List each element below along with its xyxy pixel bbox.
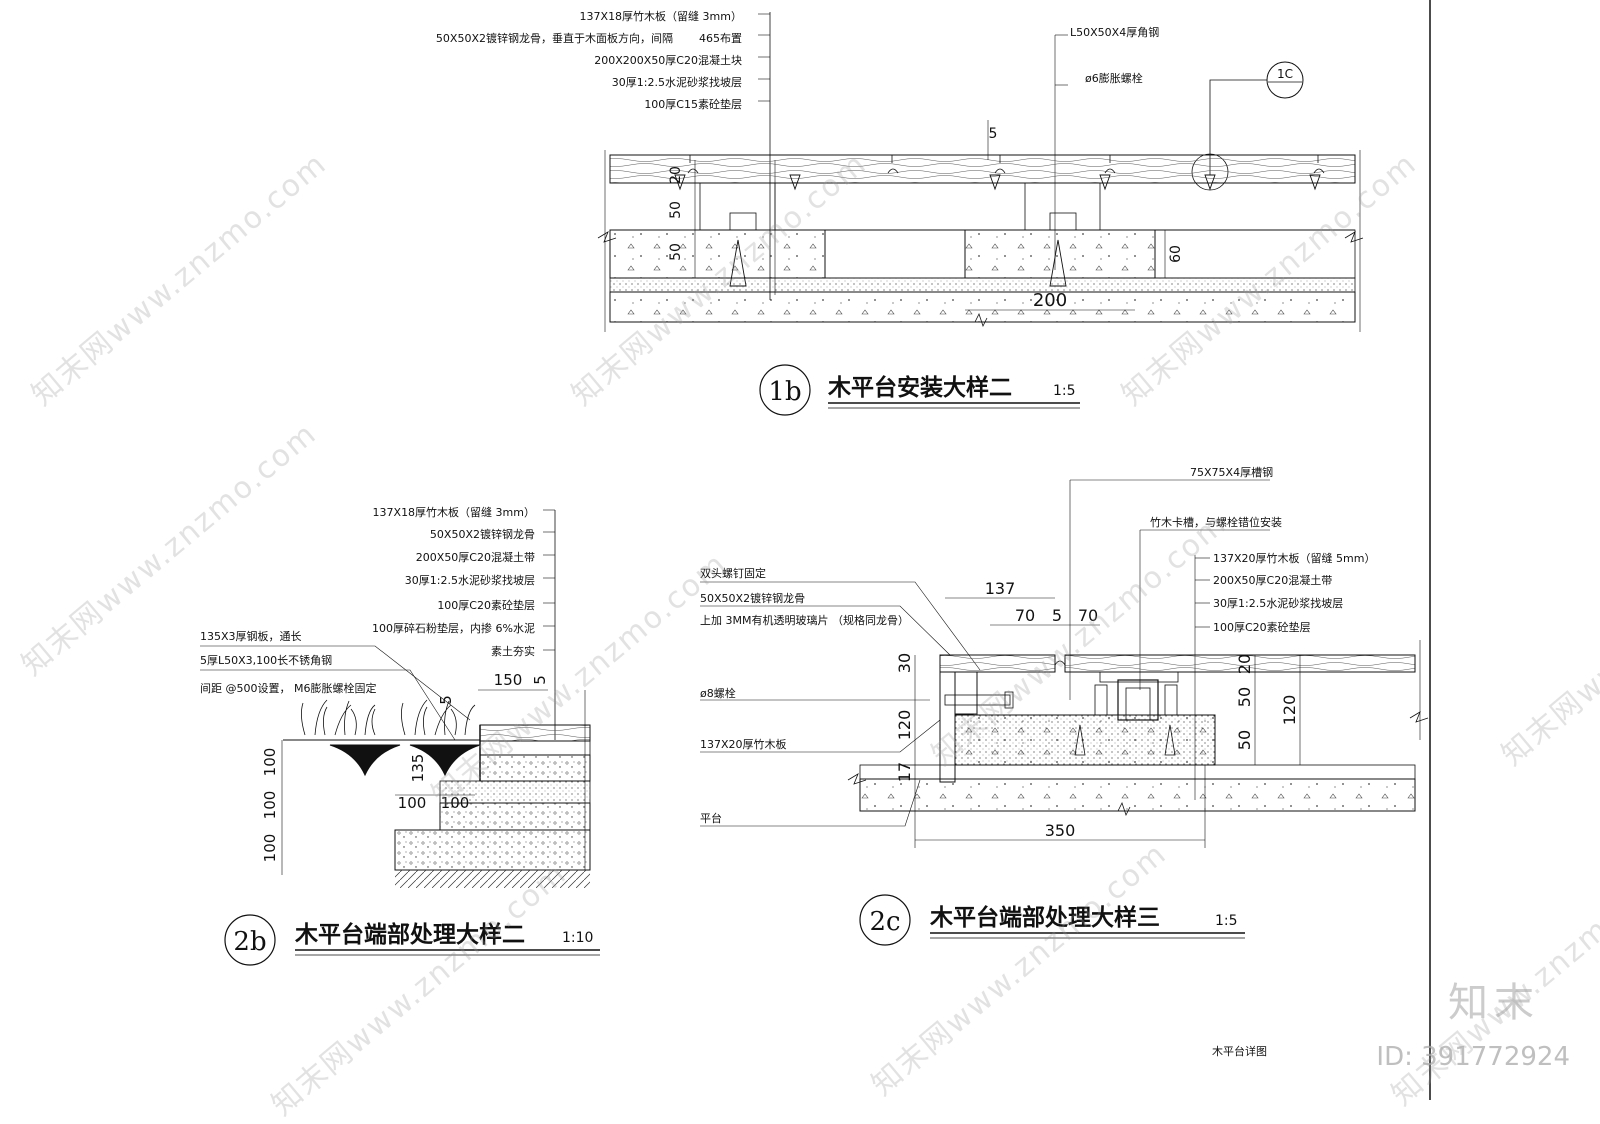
dim-2c-120b: 120 [1280, 695, 1299, 726]
callout-1b-board: 137X18厚竹木板（留缝 3mm） [580, 9, 742, 23]
callout-2b-soil: 素土夯实 [491, 644, 535, 658]
callout-1b-joist-spacing: 465布置 [699, 32, 742, 45]
callout-2c-slot: 竹木卡槽，与螺栓错位安装 [1150, 515, 1282, 529]
callout-1b-angle: L50X50X4厚角钢 [1070, 26, 1159, 39]
title-2b: 木平台端部处理大样二 [294, 921, 525, 948]
dim-1b-block: 50 [668, 243, 684, 261]
callout-2b-angle: 5厚L50X3,100长不锈角钢 [200, 654, 332, 667]
dim-2c-50b: 50 [1235, 730, 1254, 750]
dim-2c-17: 17 [895, 762, 914, 782]
callout-2c-bolt: ø8螺栓 [700, 686, 736, 700]
callout-2c-edge-board: 137X20厚竹木板 [700, 737, 787, 751]
title-2c: 木平台端部处理大样三 [929, 904, 1160, 931]
dim-2b-100a: 100 [398, 794, 427, 812]
svg-text:2c: 2c [869, 907, 900, 937]
callout-2c-platform: 平台 [700, 811, 722, 825]
svg-text:2b: 2b [233, 927, 266, 957]
callout-2b-band: 200X50厚C20混凝土带 [416, 550, 535, 564]
dim-1b-gap: 5 [989, 126, 998, 142]
callout-2c-mortar: 30厚1:2.5水泥砂浆找坡层 [1213, 596, 1343, 610]
dim-2c-20: 20 [1235, 654, 1254, 674]
scale-2b: 1:10 [562, 930, 593, 946]
scale-2c: 1:5 [1215, 913, 1238, 929]
dim-1b-joist: 50 [668, 201, 684, 219]
dim-2c-350: 350 [1045, 821, 1076, 840]
cad-canvas: 137X18厚竹木板（留缝 3mm） 50X50X2镀锌钢龙骨，垂直于木面板方向… [200, 0, 1431, 1100]
brand-logo: 知末 [1448, 980, 1540, 1026]
marker-1b [759, 364, 811, 416]
callout-1b-block: 200X200X50厚C20混凝土块 [594, 53, 742, 67]
callout-2b-base: 100厚C20素砼垫层 [437, 598, 535, 612]
callout-2c-base: 100厚C20素砼垫层 [1213, 620, 1311, 634]
callout-2c-channel: 75X75X4厚槽钢 [1190, 466, 1273, 479]
dim-2b-100c: 100 [261, 748, 279, 777]
dim-2c-137: 137 [985, 579, 1016, 598]
drawing-sheet: 137X18厚竹木板（留缝 3mm） 50X50X2镀锌钢龙骨，垂直于木面板方向… [200, 0, 1431, 1100]
callout-2b-bolt: 间距 @500设置， M6膨胀螺栓固定 [200, 681, 376, 695]
dim-2b-5a: 5 [531, 675, 549, 685]
dim-1b-board: 20 [668, 166, 684, 184]
dim-2b-135: 135 [409, 754, 427, 783]
callout-1b-bolt: ø6膨胀螺栓 [1085, 71, 1143, 85]
sheet-note: 木平台详图 [1212, 1044, 1267, 1058]
marker-2c [859, 894, 911, 946]
dim-1b-block-r: 60 [1168, 245, 1184, 263]
callout-2c-joist: 50X50X2镀锌钢龙骨 [700, 591, 805, 605]
dim-2b-5b: 5 [437, 695, 455, 705]
callout-1b-base: 100厚C15素砼垫层 [644, 97, 742, 111]
detail-2c: 75X75X4厚槽钢 竹木卡槽，与螺栓错位安装 137X20厚竹木板（留缝 5m… [700, 466, 1429, 946]
dim-2b-100e: 100 [261, 834, 279, 863]
callout-1b-mortar: 30厚1:2.5水泥砂浆找坡层 [612, 75, 742, 89]
marker-2b [224, 914, 276, 966]
dim-2c-70b: 70 [1078, 606, 1098, 625]
callout-2c-acrylic: 上加 3MM有机透明玻璃片 （规格同龙骨） [700, 613, 909, 627]
dim-1b-width: 200 [1033, 290, 1067, 311]
callout-2b-plate: 135X3厚钢板，通长 [200, 629, 302, 643]
callout-2c-band: 200X50厚C20混凝土带 [1213, 573, 1332, 587]
dim-2c-5: 5 [1052, 606, 1062, 625]
scale-1b: 1:5 [1053, 383, 1076, 399]
callout-2b-mortar: 30厚1:2.5水泥砂浆找坡层 [405, 573, 535, 587]
dim-2b-100d: 100 [261, 791, 279, 820]
dim-2b-150: 150 [494, 671, 523, 689]
ref-tag-1c: 1C [1277, 67, 1293, 81]
dim-2c-70a: 70 [1015, 606, 1035, 625]
dim-2c-50a: 50 [1235, 687, 1254, 707]
dim-2c-30: 30 [895, 653, 914, 673]
detail-1b: 137X18厚竹木板（留缝 3mm） 50X50X2镀锌钢龙骨，垂直于木面板方向… [436, 9, 1364, 416]
title-1b: 木平台安装大样二 [827, 374, 1012, 401]
callout-2c-board: 137X20厚竹木板（留缝 5mm） [1213, 551, 1375, 565]
callout-2b-joist: 50X50X2镀锌钢龙骨 [430, 527, 535, 541]
dim-2b-100b: 100 [441, 794, 470, 812]
callout-2c-screw: 双头螺钉固定 [700, 566, 766, 580]
detail-2b: 137X18厚竹木板（留缝 3mm） 50X50X2镀锌钢龙骨 200X50厚C… [200, 505, 600, 966]
callout-2b-gravel: 100厚碎石粉垫层，内掺 6%水泥 [372, 621, 535, 635]
dim-2c-120a: 120 [895, 710, 914, 741]
svg-text:1b: 1b [768, 377, 801, 407]
callout-1b-joist: 50X50X2镀锌钢龙骨，垂直于木面板方向，间隔 [436, 31, 673, 45]
document-id: ID: 391772924 [1376, 1042, 1570, 1072]
callout-2b-board: 137X18厚竹木板（留缝 3mm） [373, 505, 535, 519]
